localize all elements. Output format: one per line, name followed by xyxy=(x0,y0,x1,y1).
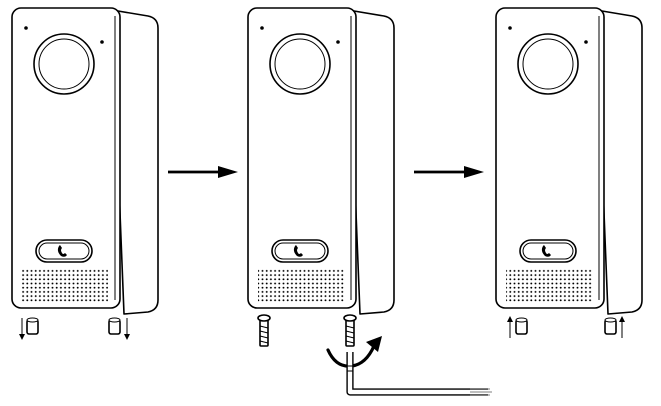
sensor-dot xyxy=(584,40,588,44)
device-side-panel xyxy=(347,9,395,315)
hex-key-icon xyxy=(346,352,492,396)
speaker-grille-icon xyxy=(258,268,344,302)
phone-handset-icon xyxy=(541,245,551,257)
speaker-grille-icon xyxy=(506,268,592,302)
step-arrow-2 xyxy=(414,166,484,178)
cap-left xyxy=(515,317,528,335)
led-indicator xyxy=(24,26,28,30)
led-indicator xyxy=(260,26,264,30)
direction-arrow-icon xyxy=(19,318,130,340)
intercom-device-step-2 xyxy=(247,7,492,396)
step-arrow-1 xyxy=(168,166,238,178)
device-front-panel xyxy=(495,7,605,309)
sensor-dot xyxy=(336,40,340,44)
call-button-icon xyxy=(519,239,577,263)
device-side-panel xyxy=(111,9,159,315)
camera-lens-icon xyxy=(269,33,331,95)
call-button-icon xyxy=(35,239,93,263)
cap-right xyxy=(604,317,617,335)
cap-right xyxy=(108,317,121,335)
phone-handset-icon xyxy=(57,245,67,257)
camera-lens-icon xyxy=(33,33,95,95)
intercom-device-step-3 xyxy=(495,7,643,338)
phone-handset-icon xyxy=(293,245,303,257)
sensor-dot xyxy=(100,40,104,44)
cap-left xyxy=(26,317,39,335)
speaker-grille-icon xyxy=(22,268,108,302)
led-indicator xyxy=(508,26,512,30)
direction-arrow-icon xyxy=(507,316,625,338)
screw-icon xyxy=(343,314,357,347)
device-side-panel xyxy=(595,9,643,315)
call-button-icon xyxy=(271,239,329,263)
device-front-panel xyxy=(11,7,121,309)
camera-lens-icon xyxy=(517,33,579,95)
rotate-arrow-icon xyxy=(326,336,382,368)
screw-icon xyxy=(257,314,271,347)
device-front-panel xyxy=(247,7,357,309)
intercom-device-step-1 xyxy=(11,7,159,340)
